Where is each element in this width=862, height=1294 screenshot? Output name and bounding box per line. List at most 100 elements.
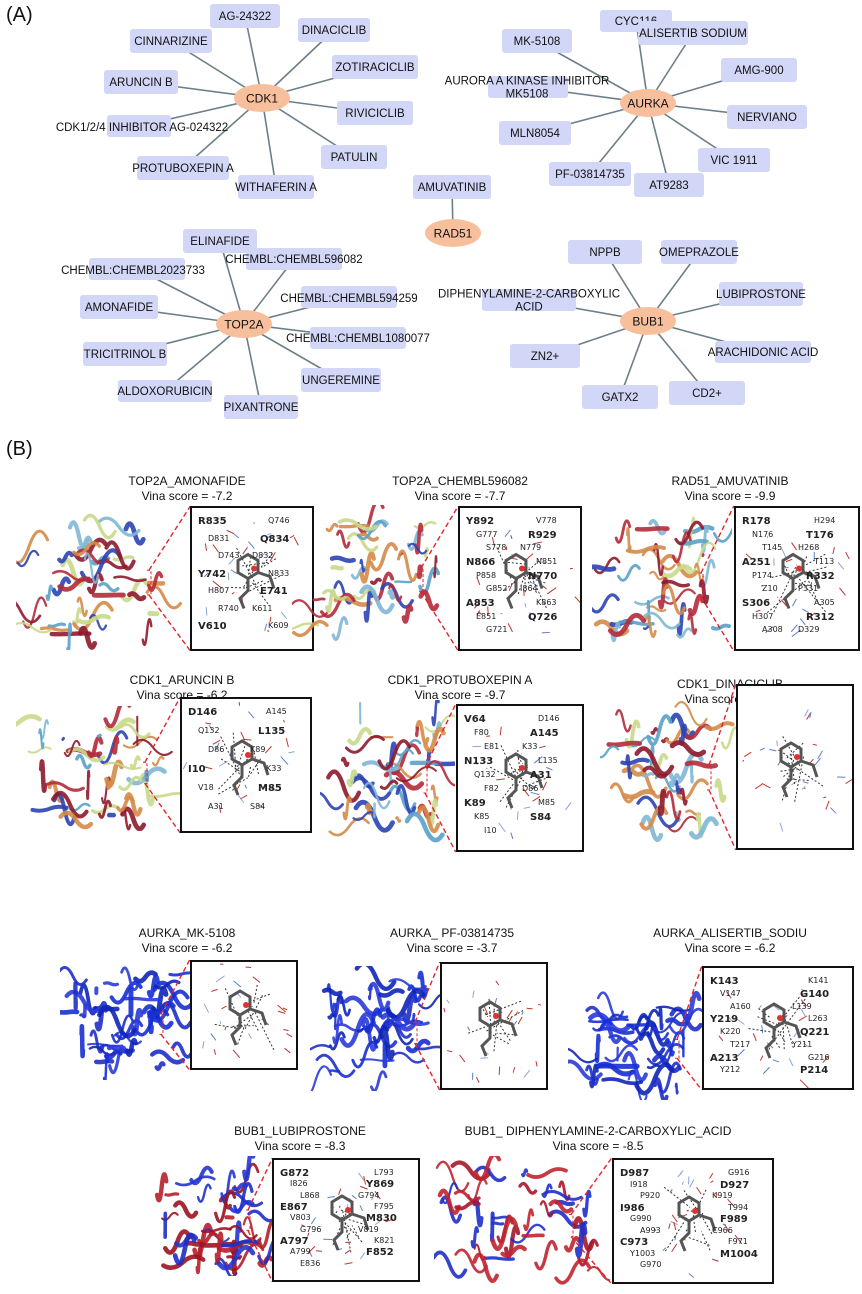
docking-title: CDK1_PROTUBOXEPIN A xyxy=(387,673,533,687)
residue-label: H294 xyxy=(814,516,836,525)
leaf-box xyxy=(301,368,381,392)
leaf-box xyxy=(638,21,748,45)
protein-structure-8 xyxy=(310,966,445,1091)
leaf-box xyxy=(568,240,642,264)
binding-site-inset-6 xyxy=(736,684,854,850)
leaf-label: LUBIPROSTONE xyxy=(716,289,806,301)
residue-label: V803 xyxy=(290,1213,311,1223)
residue-label: D86 xyxy=(522,784,539,793)
residue-label: H807 xyxy=(208,586,230,596)
leaf-box xyxy=(83,342,167,366)
panel-b-label: (B) xyxy=(6,438,33,460)
residue-label: R312 xyxy=(806,611,835,623)
protein-structure-1 xyxy=(16,513,182,650)
leaf-label: CHEMBL:CHEMBL594259 xyxy=(280,293,417,305)
residue-label: S84 xyxy=(530,812,552,823)
leaf-node-nerviano: NERVIANO xyxy=(727,105,807,129)
residue-label: A993 xyxy=(640,1225,661,1235)
leaf-box xyxy=(669,381,745,405)
leaf-node-omeprazole: OMEPRAZOLE xyxy=(659,240,739,264)
leaf-node-lubiprostone: LUBIPROSTONE xyxy=(716,282,806,306)
residue-label: Y211 xyxy=(792,1039,813,1049)
leaf-node-gatx2: GATX2 xyxy=(582,385,658,409)
residue-label: Y212 xyxy=(720,1065,741,1075)
leaf-node-amuvatinib: AMUVATINIB xyxy=(413,175,491,199)
leaf-box xyxy=(502,29,572,53)
residue-label: A797 xyxy=(280,1236,309,1247)
residue-label: M830 xyxy=(366,1213,397,1225)
leaf-box xyxy=(118,380,212,402)
zoom-connector xyxy=(569,1157,613,1285)
residue-label: G916 xyxy=(728,1168,750,1177)
leaf-box xyxy=(698,148,770,172)
leaf-box xyxy=(482,289,576,311)
leaf-label: PATULIN xyxy=(331,152,378,164)
vina-score: Vina score = -6.2 xyxy=(141,941,233,955)
residue-label: K141 xyxy=(808,976,829,985)
leaf-node-riviciclib: RIVICICLIB xyxy=(337,101,413,125)
residue-label: Q132 xyxy=(198,726,220,735)
network-cdk1: AG-24322DINACICLIBZOTIRACICLIBRIVICICLIB… xyxy=(56,4,418,199)
leaf-box xyxy=(130,29,212,53)
zoom-connector xyxy=(245,1157,273,1283)
residue-label: F852 xyxy=(366,1247,394,1259)
leaf-node-pf-03814735: PF-03814735 xyxy=(549,162,631,186)
hub-node-top2a: TOP2A xyxy=(216,310,272,338)
leaf-box xyxy=(89,258,185,280)
leaf-label: ARUNCIN B xyxy=(109,77,173,89)
residue-label: V778 xyxy=(536,516,557,525)
residue-label: K220 xyxy=(720,1027,741,1036)
residue-label: I10 xyxy=(484,826,497,835)
residue-label: N833 xyxy=(268,568,290,578)
leaf-label: OMEPRAZOLE xyxy=(659,247,739,259)
residue-label: K143 xyxy=(710,976,739,987)
leaf-node-chembl-chembl2023733: CHEMBL:CHEMBL2023733 xyxy=(61,258,205,280)
docking-title: AURKA_MK-5108 xyxy=(138,926,236,940)
leaf-label: ELINAFIDE xyxy=(190,236,250,248)
ligand-drawing xyxy=(472,726,572,840)
leaf-label: AT9283 xyxy=(649,180,688,192)
residue-label: D146 xyxy=(538,714,560,723)
leaf-label: CHEMBL:CHEMBL2023733 xyxy=(61,265,205,277)
leaf-node-amg-900: AMG-900 xyxy=(721,58,797,82)
residue-label: K33 xyxy=(266,764,282,773)
residue-label: A213 xyxy=(710,1052,739,1064)
leaf-node-cinnarizine: CINNARIZINE xyxy=(130,29,212,53)
residue-label: S306 xyxy=(742,598,771,609)
residue-label: V610 xyxy=(198,621,227,633)
residue-label: Y219 xyxy=(710,1014,739,1026)
leaf-node-mln8054: MLN8054 xyxy=(499,121,571,145)
residue-label: V18 xyxy=(198,783,214,792)
binding-site-inset-7 xyxy=(190,960,298,1070)
leaf-node-patulin: PATULIN xyxy=(321,145,387,169)
residue-label: H307 xyxy=(752,611,774,621)
residue-label: E836 xyxy=(300,1258,321,1268)
residue-label: L868 xyxy=(300,1190,320,1200)
leaf-box xyxy=(499,121,571,145)
residue-label: E741 xyxy=(260,586,288,598)
residue-label: A308 xyxy=(762,625,783,635)
leaf-node-cd2: CD2+ xyxy=(669,381,745,405)
residue-label: G990 xyxy=(630,1214,652,1224)
hub-node-cdk1: CDK1 xyxy=(234,84,290,112)
protein-structure-7 xyxy=(60,966,190,1080)
protein-structure-11 xyxy=(434,1156,610,1285)
leaf-label: MK-5108 xyxy=(514,36,561,48)
leaf-label: DINACICLIB xyxy=(302,25,367,37)
ligand-drawing xyxy=(745,535,850,637)
residue-label: G796 xyxy=(300,1224,322,1234)
residue-label: Q834 xyxy=(260,533,290,545)
residue-label: L263 xyxy=(808,1014,828,1024)
residue-label: S778 xyxy=(486,543,507,553)
leaf-node-withaferin-a: WITHAFERIN A xyxy=(235,175,317,199)
ligand-drawing xyxy=(203,522,299,633)
residue-label: F795 xyxy=(374,1202,394,1211)
residue-label: L135 xyxy=(538,756,558,765)
residue-label: E81 xyxy=(484,742,500,751)
docking-title: TOP2A_CHEMBL596082 xyxy=(392,474,528,488)
residue-label: T145 xyxy=(762,543,783,553)
docking-title: RAD51_AMUVATINIB xyxy=(671,474,789,488)
residue-label: E851 xyxy=(476,611,497,621)
